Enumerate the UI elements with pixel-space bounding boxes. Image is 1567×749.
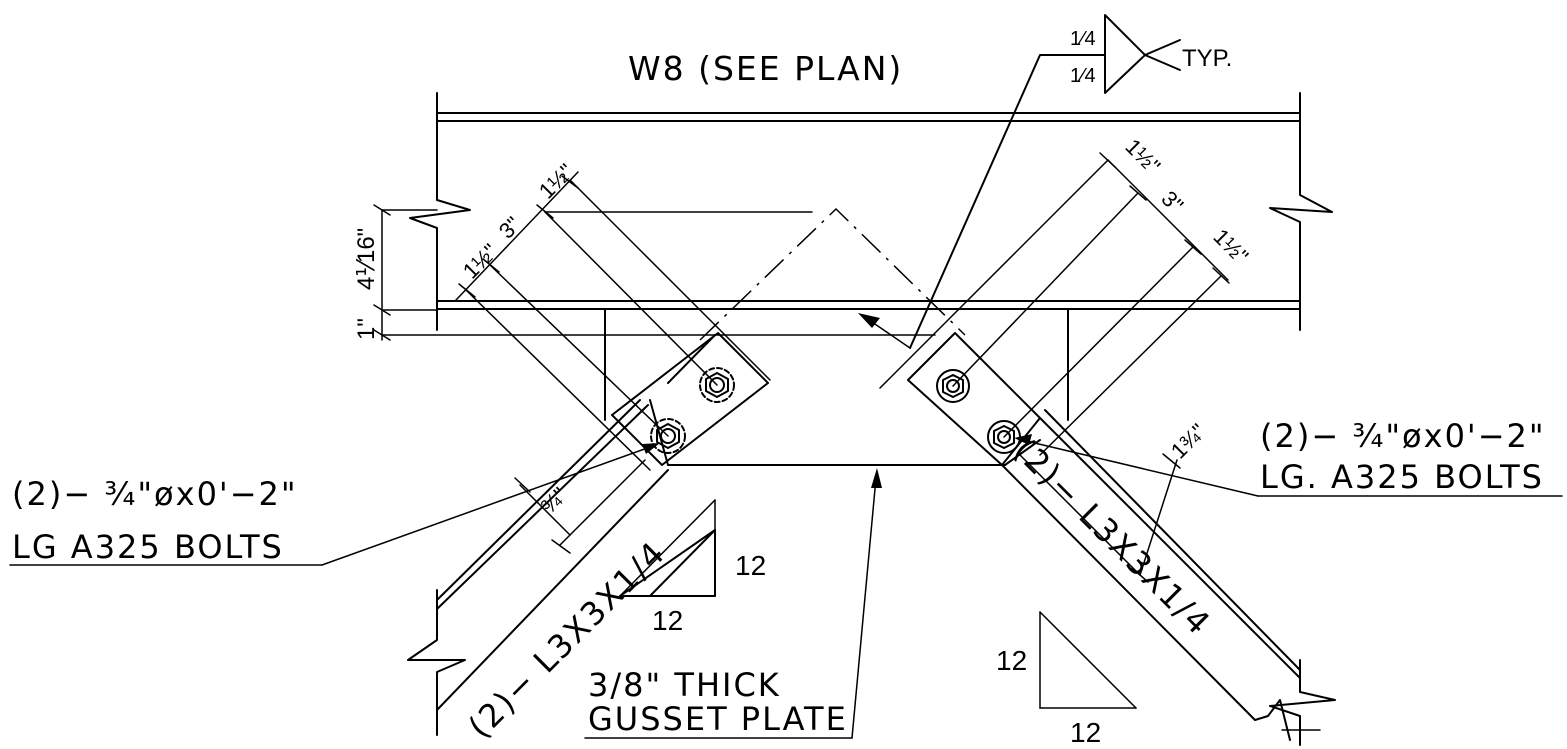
left-bolt-leader <box>9 443 660 566</box>
slope-left-rise: 12 <box>735 550 766 581</box>
weld-note: TYP. <box>1182 45 1232 72</box>
slope-triangle-left <box>619 499 716 597</box>
dim-vert-4: 4⅟16" <box>353 228 380 290</box>
weld-size-bottom: 1⁄4 <box>1070 65 1096 87</box>
left-bolt-lower <box>650 418 686 454</box>
weld-size-top: 1⁄4 <box>1070 28 1096 50</box>
right-bolt-line2: LG. A325 BOLTS <box>1260 458 1544 496</box>
dim-left-c: 1½" <box>458 239 503 284</box>
right-dimension-lines <box>879 152 1230 583</box>
right-bolt-leader <box>1014 434 1563 497</box>
gusset-line1: 3/8" THICK <box>588 666 781 704</box>
left-bolt-upper <box>699 367 735 403</box>
right-bolt-upper <box>936 369 970 403</box>
slope-left-run: 12 <box>652 605 683 636</box>
left-bolt-line2: LG A325 BOLTS <box>12 528 284 566</box>
dim-vert-1: 1" <box>353 318 380 340</box>
left-brace <box>407 332 769 736</box>
dim-left-a: 1½" <box>534 159 579 204</box>
dim-right-edge: 1¾" <box>1166 419 1211 464</box>
beam-label: W8 (SEE PLAN) <box>628 49 903 88</box>
slope-right-run: 12 <box>1070 717 1101 748</box>
right-member-label: (2)− L3X3X1/4 <box>1006 431 1218 643</box>
left-bolt-line1: (2)− ¾"øx0'−2" <box>12 475 298 513</box>
slope-right-rise: 12 <box>996 645 1027 676</box>
gusset-plate <box>649 207 1041 466</box>
dim-left-b: 3" <box>494 212 526 244</box>
dim-left-edge: ¾" <box>536 482 572 518</box>
dim-right-c: 1½" <box>1208 224 1253 269</box>
gusset-leader <box>584 468 882 739</box>
w8-beam <box>409 92 1333 331</box>
right-bolt-line1: (2)− ¾"øx0'−2" <box>1260 417 1546 455</box>
left-dimension-lines <box>373 171 936 554</box>
weld-symbol <box>858 14 1181 349</box>
slope-triangle-right <box>1039 611 1137 709</box>
gusset-line2: GUSSET PLATE <box>588 700 848 738</box>
right-brace <box>907 332 1336 746</box>
stiffeners <box>604 308 1069 421</box>
dim-right-a: 1½" <box>1120 134 1165 179</box>
